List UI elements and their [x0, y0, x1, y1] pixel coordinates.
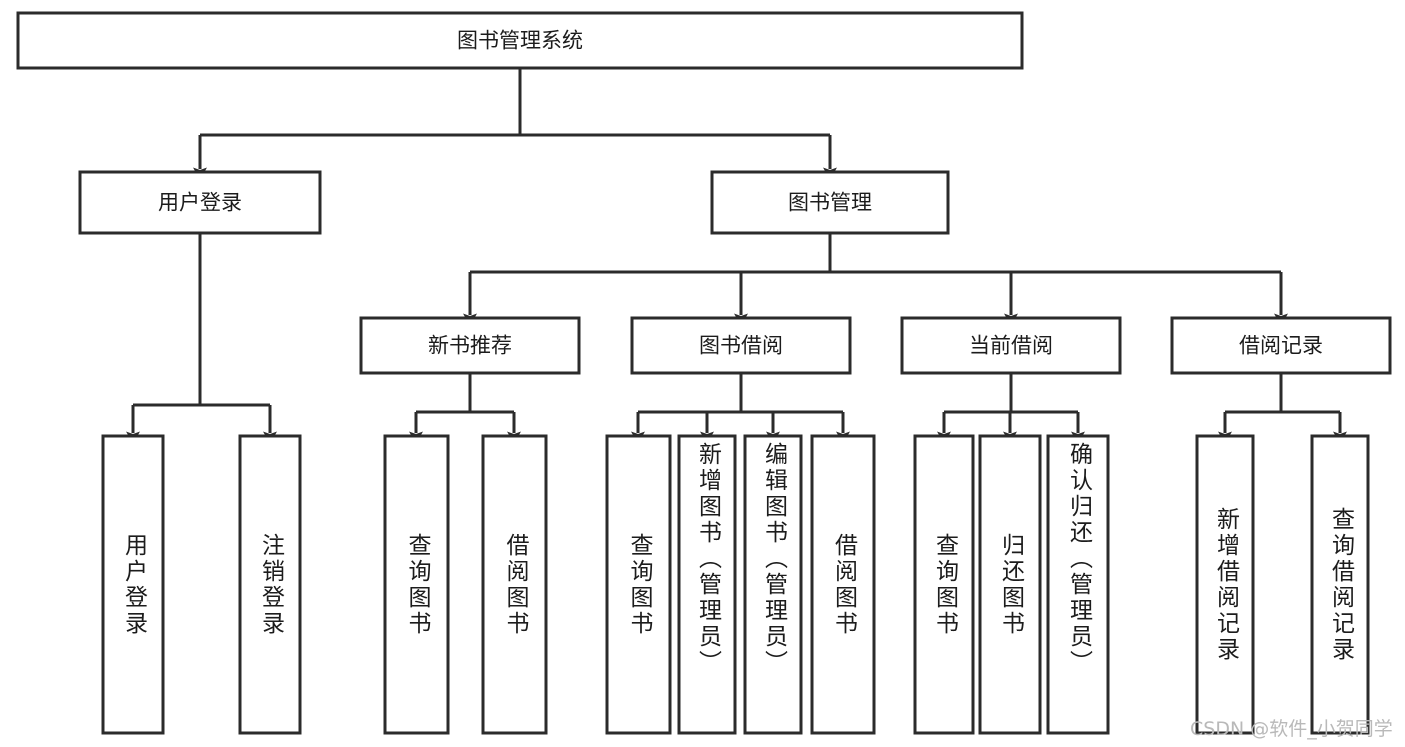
node-box-leaf-12[interactable]	[1310, 434, 1370, 735]
node-box-leaf-4[interactable]	[605, 434, 672, 735]
node-label-l3-2: 当前借阅	[969, 334, 1053, 358]
node-label-l3-3: 借阅记录	[1239, 334, 1323, 358]
node-label-l3-0: 新书推荐	[428, 334, 512, 358]
node-box-leaf-0[interactable]	[101, 434, 165, 735]
node-box-leaf-10[interactable]	[1046, 434, 1110, 735]
node-label-l2-0: 用户登录	[158, 191, 242, 215]
node-label-l2-1: 图书管理	[788, 191, 872, 215]
node-box-l3-3[interactable]	[1170, 316, 1392, 375]
node-box-leaf-6[interactable]	[743, 434, 803, 735]
node-box-leaf-1[interactable]	[238, 434, 302, 735]
watermark-text: CSDN @软件_小贺同学	[1190, 718, 1393, 740]
node-box-leaf-7[interactable]	[810, 434, 876, 735]
node-box-root[interactable]	[16, 11, 1024, 70]
node-box-leaf-2[interactable]	[383, 434, 450, 735]
node-box-leaf-8[interactable]	[913, 434, 975, 735]
node-box-l3-1[interactable]	[630, 316, 852, 375]
node-box-l2-0[interactable]	[78, 170, 322, 235]
node-box-leaf-5[interactable]	[677, 434, 737, 735]
node-box-leaf-3[interactable]	[481, 434, 548, 735]
node-label-l3-1: 图书借阅	[699, 334, 783, 358]
node-box-l3-2[interactable]	[900, 316, 1122, 375]
node-box-leaf-9[interactable]	[978, 434, 1042, 735]
node-box-l3-0[interactable]	[359, 316, 581, 375]
node-box-leaf-11[interactable]	[1195, 434, 1255, 735]
node-label-root: 图书管理系统	[457, 29, 583, 53]
connector-layer	[126, 68, 1347, 444]
node-box-l2-1[interactable]	[710, 170, 950, 235]
